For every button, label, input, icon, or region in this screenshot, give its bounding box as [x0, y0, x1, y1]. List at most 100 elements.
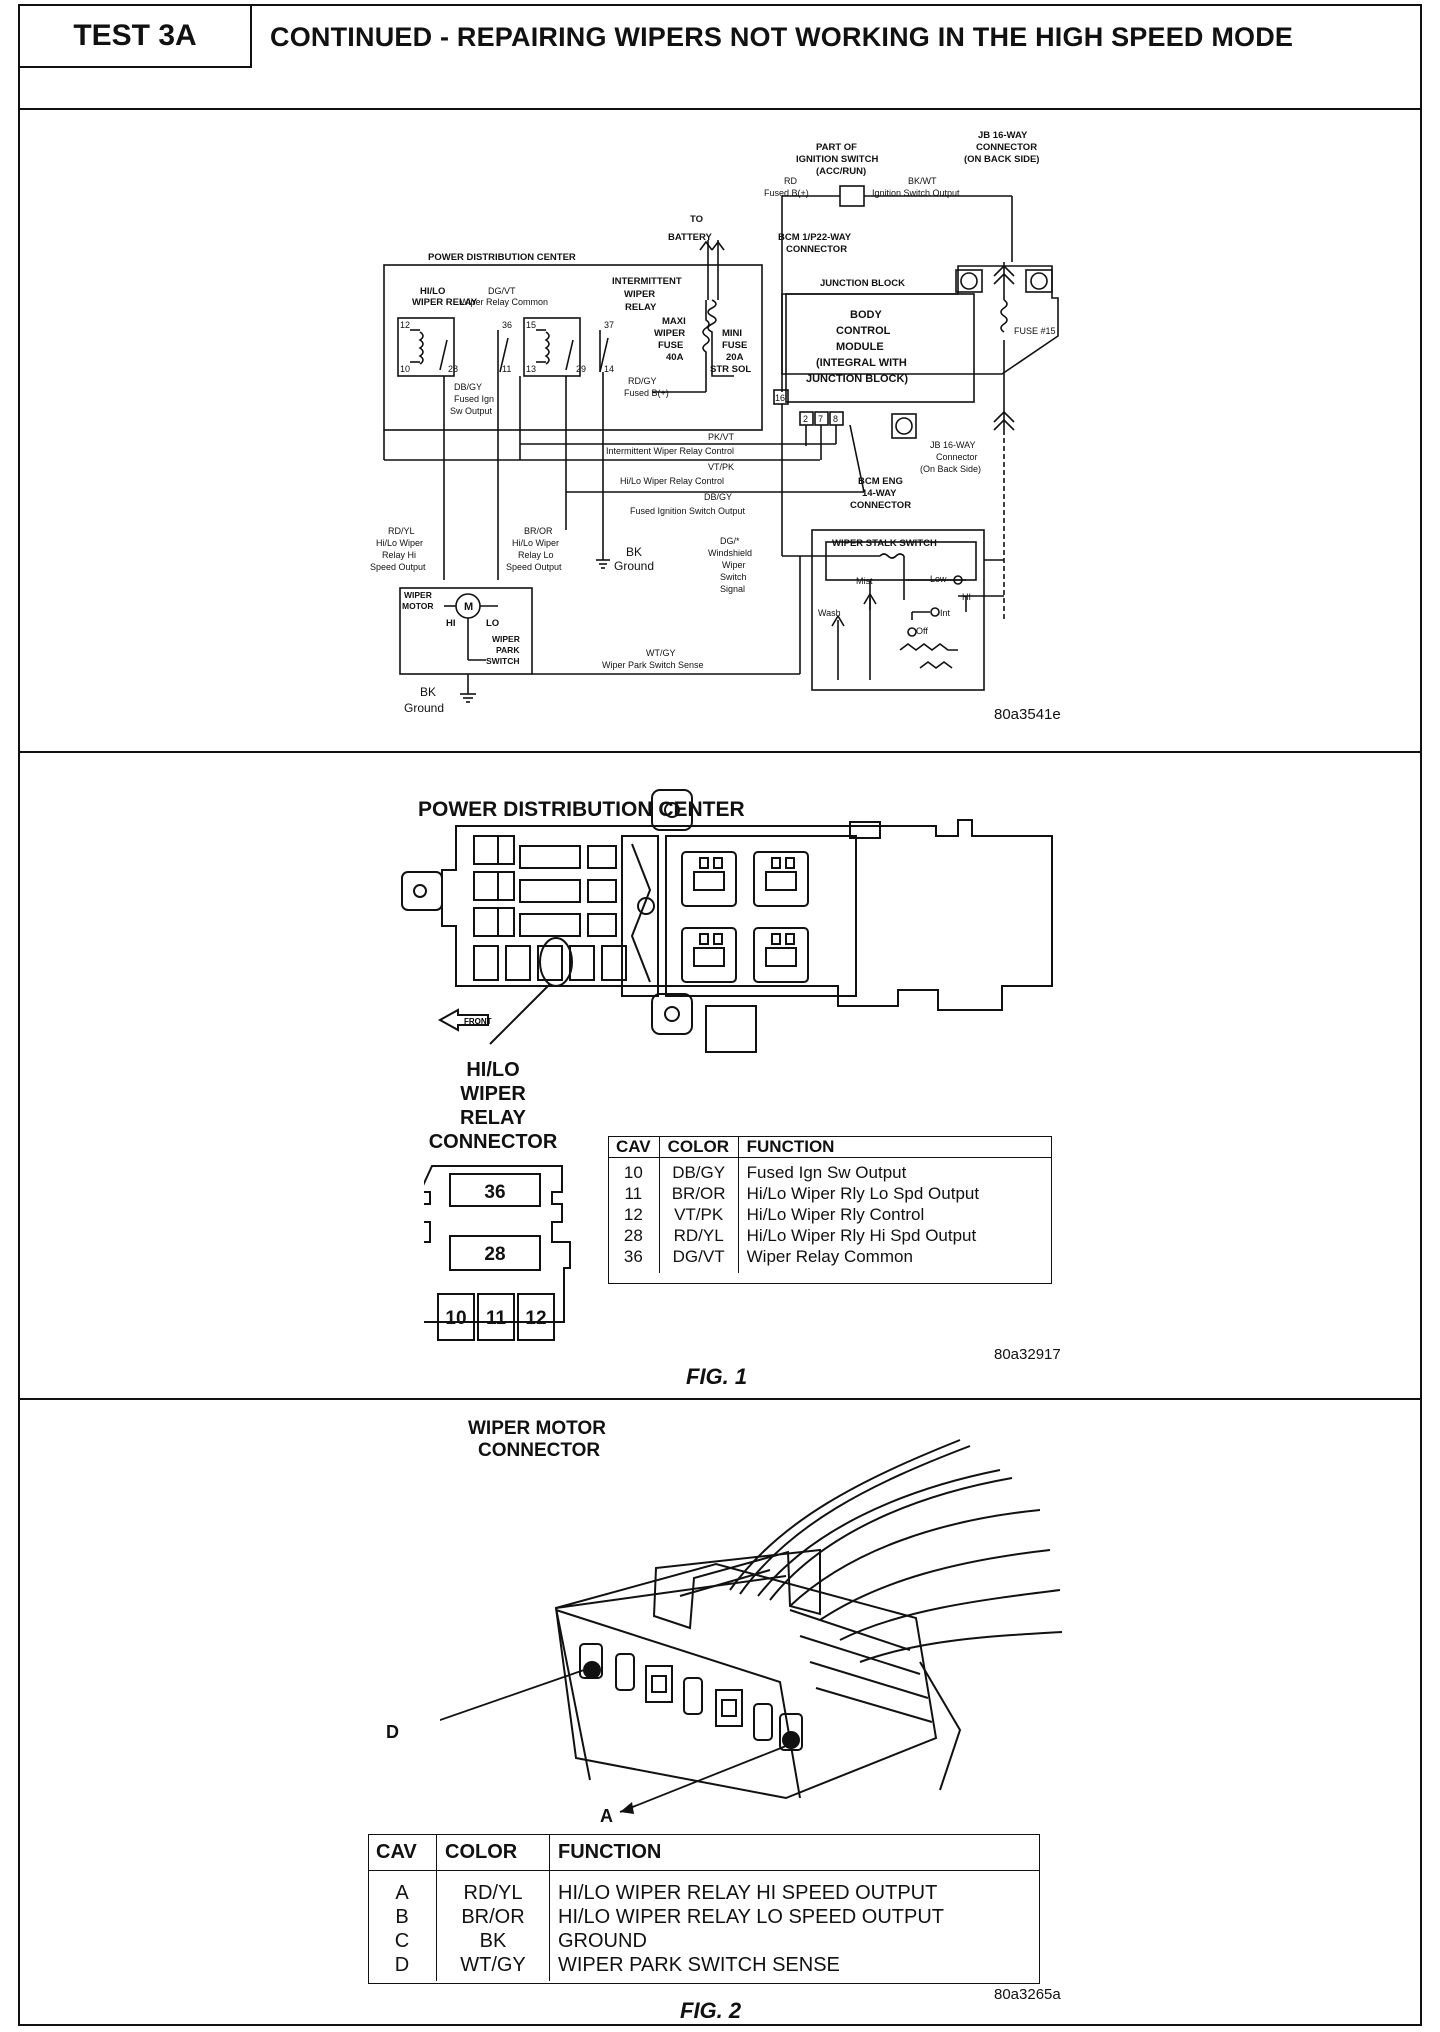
table-cell: Hi/Lo Wiper Rly Lo Spd Output	[737, 1183, 1052, 1204]
column-header: CAV	[608, 1136, 660, 1158]
table-cell: 11	[624, 1184, 643, 1203]
wire-label: DB/GY	[704, 492, 732, 502]
relay-connector-label-line: CONNECTOR	[428, 1131, 558, 1153]
divider	[18, 108, 1422, 110]
table-cell: DG/VT	[658, 1246, 739, 1273]
intermittent-relay-label: INTERMITTENT	[612, 276, 682, 287]
ground-label: BK	[420, 685, 436, 699]
wire-label: DG/*	[720, 536, 740, 546]
column-header: FUNCTION	[549, 1834, 1040, 1871]
park-switch-label: WIPER	[492, 634, 520, 644]
motor-symbol: M	[464, 601, 473, 613]
jb16-label: JB 16-WAY	[978, 130, 1028, 141]
wire-label: Relay Hi	[382, 550, 416, 560]
wire-label: BK/WT	[908, 176, 937, 186]
pin: 16	[775, 393, 785, 403]
figure-ref: 80a3541e	[994, 706, 1061, 723]
maxi-fuse-label: 40A	[666, 352, 684, 363]
table-cell: VT/PK	[658, 1204, 739, 1225]
table-cell: WT/GY	[436, 1953, 550, 1981]
table-cell: DB/GY	[658, 1157, 739, 1183]
test-label: TEST 3A	[18, 4, 252, 68]
pin: 10	[400, 364, 410, 374]
mini-fuse-label: MINI	[722, 328, 742, 339]
callout-a: A	[600, 1806, 613, 1826]
front-arrow-label: FRONT	[464, 1017, 492, 1026]
figure-ref: 80a32917	[994, 1346, 1061, 1363]
wire-label: RD/YL	[388, 526, 415, 536]
battery-label: BATTERY	[668, 232, 712, 243]
wire-label: Speed Output	[506, 562, 562, 572]
title-line: WIPER MOTOR	[468, 1418, 606, 1439]
bcm-label: CONTROL	[836, 325, 891, 337]
table-cell: WIPER PARK SWITCH SENSE	[549, 1953, 1040, 1981]
wiper-motor-label: MOTOR	[402, 601, 433, 611]
mini-fuse-label: 20A	[726, 352, 744, 363]
bcm-eng-label: 14-WAY	[862, 488, 897, 499]
wire-label: Relay Lo	[518, 550, 554, 560]
stalk-wash: Wash	[818, 608, 841, 618]
pin: 8	[833, 414, 838, 424]
ignition-switch-label: IGNITION SWITCH	[796, 154, 878, 165]
intermittent-relay-label: WIPER	[624, 289, 655, 300]
jb16-label: (ON BACK SIDE)	[964, 154, 1039, 165]
callout-d: D	[386, 1722, 399, 1742]
wire-label: Fused B(+)	[624, 388, 669, 398]
intermittent-relay-label: RELAY	[625, 302, 657, 313]
wire-label: Windshield	[708, 548, 752, 558]
bcm-eng-label: CONNECTOR	[850, 500, 911, 511]
jb16-bottom-label: (On Back Side)	[920, 464, 981, 474]
column-header: COLOR	[658, 1136, 739, 1158]
wire-label: VT/PK	[708, 462, 734, 472]
cavity-label: 28	[484, 1244, 505, 1265]
wire-label: Fused B(+)	[764, 188, 809, 198]
table-cell: 36	[623, 1247, 643, 1266]
pdc-illustration: FRONT	[401, 789, 1053, 1053]
bcm-eng-label: BCM ENG	[858, 476, 903, 487]
park-switch-label: PARK	[496, 645, 520, 655]
wire-label: Wiper Park Switch Sense	[602, 660, 704, 670]
bcm-conn-label: BCM 1/P22-WAY	[778, 232, 852, 243]
wire-label: Intermittent Wiper Relay Control	[606, 446, 734, 456]
table-cell: Wiper Relay Common	[737, 1246, 1052, 1273]
wire-label: DB/GY	[454, 382, 482, 392]
fig2-caption: FIG. 2	[680, 1998, 742, 2023]
wire-label: DG/VT	[488, 286, 516, 296]
wire-label: Signal	[720, 584, 745, 594]
pin: 14	[604, 364, 614, 374]
jb16-label: CONNECTOR	[976, 142, 1037, 153]
ground-label: Ground	[404, 701, 444, 715]
column-header: CAV	[368, 1834, 437, 1871]
pin: 2	[803, 414, 808, 424]
table-cell: BR/OR	[658, 1183, 739, 1204]
wire-label: Sw Output	[450, 406, 493, 416]
wire-label: BR/OR	[524, 526, 553, 536]
table-cell: C	[394, 1930, 410, 1952]
hilo-relay-label: HI/LO	[420, 286, 445, 297]
pin: 12	[400, 320, 410, 330]
wire-label: RD	[784, 176, 797, 186]
stalk-hi: HI	[962, 592, 971, 602]
table-header-row: CAV COLOR FUNCTION	[368, 1834, 1040, 1871]
fig1-caption: FIG. 1	[686, 1364, 748, 1389]
bcm-label: (INTEGRAL WITH	[816, 357, 907, 369]
table-cell: A	[395, 1882, 409, 1904]
wire-label: Speed Output	[370, 562, 426, 572]
cavity-label: 12	[525, 1308, 546, 1329]
table-cell: Fused Ign Sw Output	[737, 1157, 1052, 1183]
wire-label: WT/GY	[646, 648, 676, 658]
divider	[18, 1398, 1422, 1400]
relay-connector-label-line: RELAY	[460, 1107, 526, 1129]
jb16-bottom-label: Connector	[936, 452, 978, 462]
pin: 7	[818, 414, 823, 424]
maxi-fuse-label: FUSE	[658, 340, 683, 351]
cavity-label: 11	[486, 1308, 507, 1329]
mini-fuse-label: FUSE	[722, 340, 747, 351]
